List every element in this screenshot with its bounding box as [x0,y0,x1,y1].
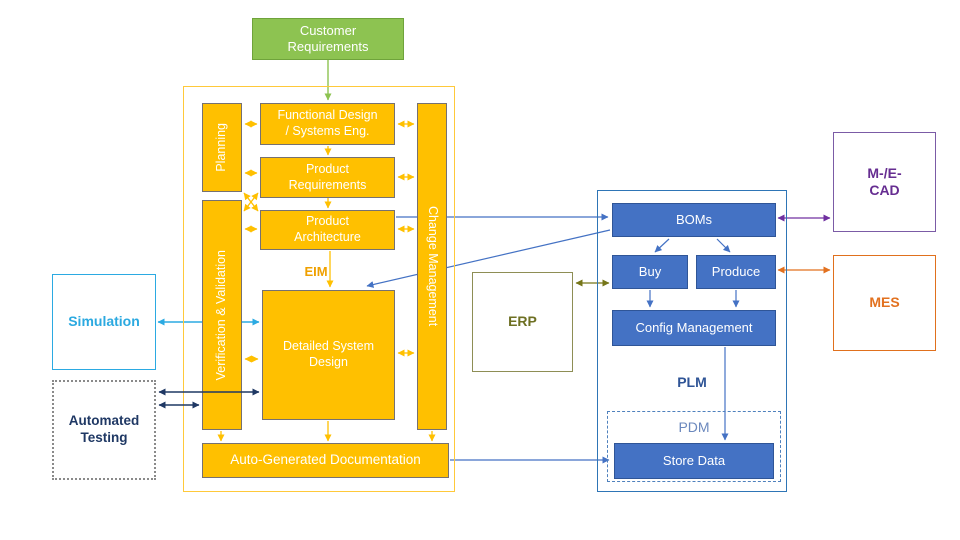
node-product-architecture: Product Architecture [260,210,395,250]
node-planning: Planning [202,103,242,192]
node-change-management-label: Change Management [425,206,440,327]
node-config-management: Config Management [612,310,776,346]
node-auto-generated-documentation: Auto-Generated Documentation [202,443,449,478]
node-store-data: Store Data [614,443,774,479]
node-functional-design: Functional Design / Systems Eng. [260,103,395,145]
node-mes: MES [833,255,936,351]
node-customer-requirements: Customer Requirements [252,18,404,60]
node-produce: Produce [696,255,776,289]
node-simulation: Simulation [52,274,156,370]
node-change-management: Change Management [417,103,447,430]
node-verification-validation-label: Verification & Validation [214,249,229,381]
eim-label: EIM [304,263,328,279]
node-me-cad: M-/E- CAD [833,132,936,232]
node-automated-testing: Automated Testing [52,380,156,480]
node-verification-validation: Verification & Validation [202,200,242,430]
node-boms: BOMs [612,203,776,237]
node-planning-label: Planning [214,123,229,172]
node-erp: ERP [472,272,573,372]
pdm-label: PDM [678,419,710,435]
node-product-requirements: Product Requirements [260,157,395,198]
plm-label: PLM [677,374,707,390]
plm-container [597,190,787,492]
node-detailed-system-design: Detailed System Design [262,290,395,420]
pdm-container [607,411,781,482]
engineering-container [183,86,455,492]
node-buy: Buy [612,255,688,289]
